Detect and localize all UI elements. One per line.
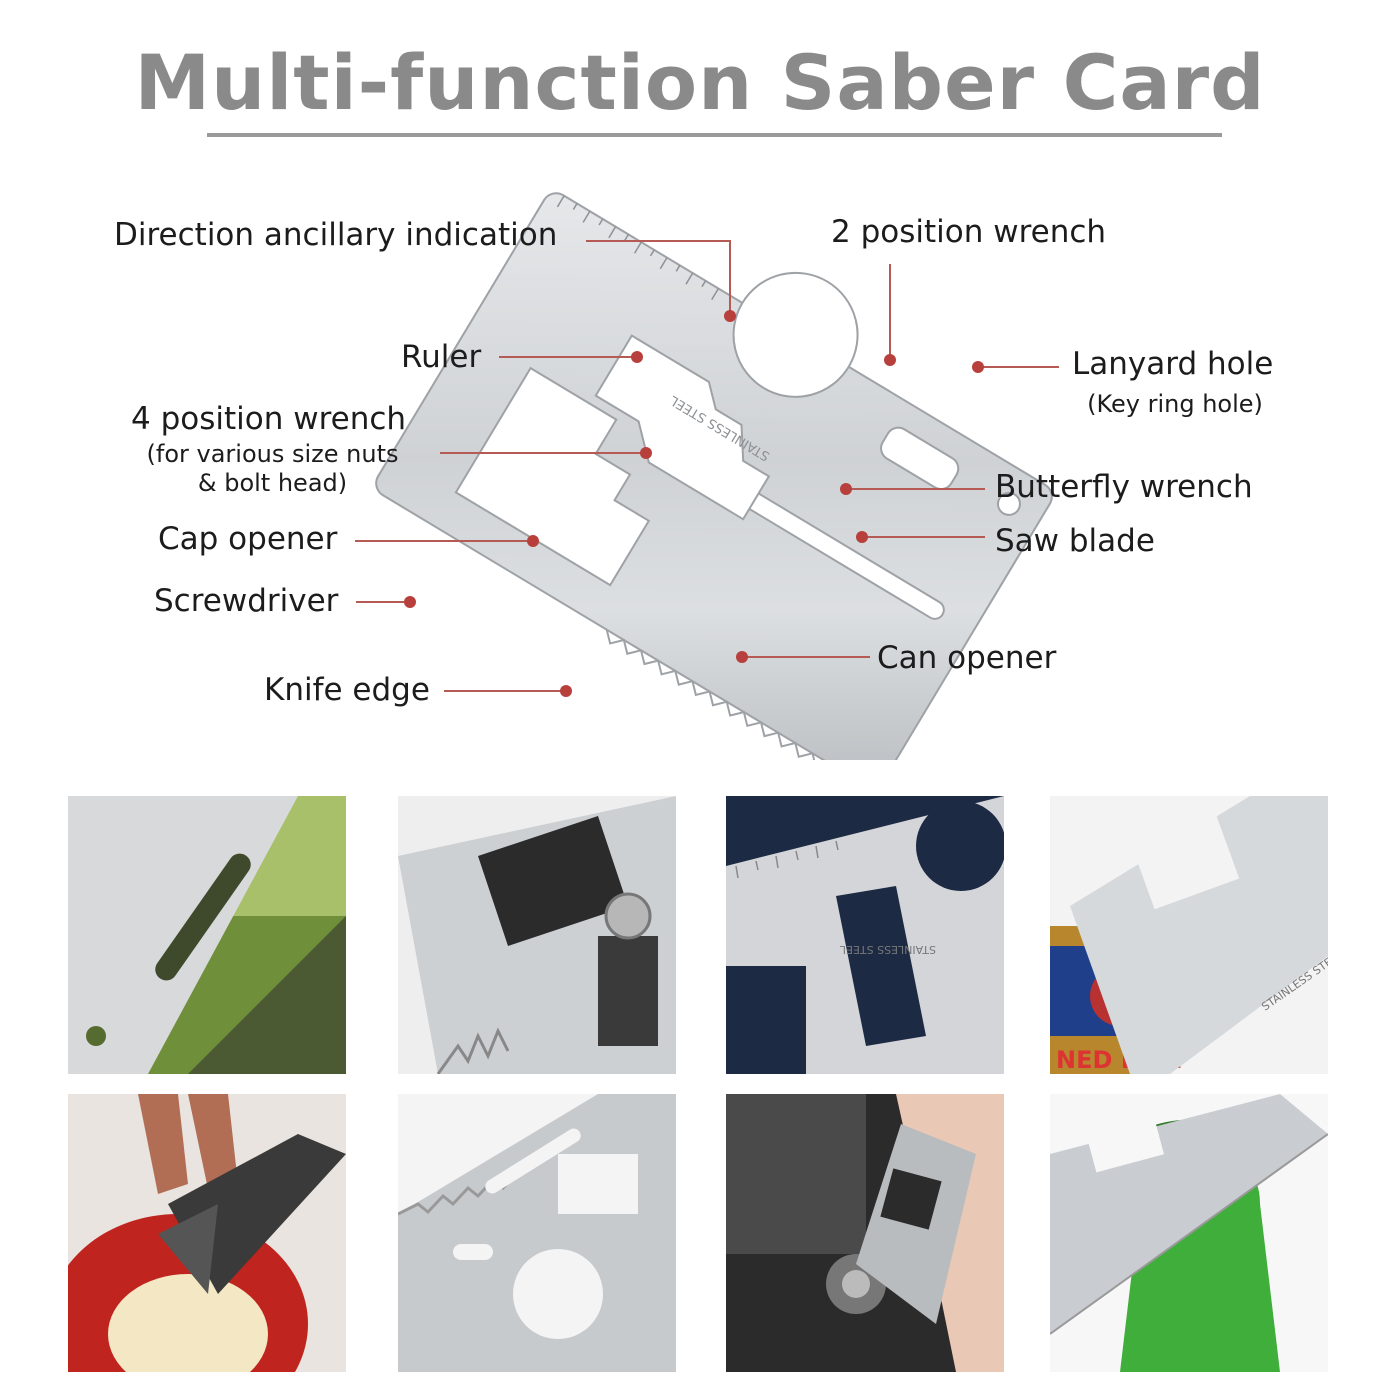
wrench-on-bolt-photo: [398, 796, 676, 1074]
dot-cap: [527, 535, 539, 547]
label-lanyard: Lanyard hole: [1072, 346, 1274, 382]
card-closeup-photo: [398, 1094, 676, 1372]
dot-saw: [856, 531, 868, 543]
label-wrench2: 2 position wrench: [831, 214, 1107, 250]
label-lanyard-sub: (Key ring hole): [1087, 390, 1263, 418]
dot-direction: [724, 310, 736, 322]
leader-lines: [355, 240, 1059, 692]
label-saw: Saw blade: [995, 523, 1155, 559]
label-direction: Direction ancillary indication: [114, 217, 558, 253]
label-screwdriver: Screwdriver: [154, 583, 339, 619]
dot-wrench4: [640, 447, 652, 459]
dot-butterfly: [840, 483, 852, 495]
label-wrench4-sub2: & bolt head): [197, 469, 348, 497]
can-opener-on-can-photo: NED RICE STAINLESS STEEL: [1050, 796, 1328, 1074]
page-title: Multi-function Saber Card: [134, 38, 1266, 127]
label-knife: Knife edge: [264, 672, 430, 708]
saber-card-diagram: STAINLESS STEEL: [355, 192, 1059, 760]
photo-engraving-3: STAINLESS STEEL: [839, 943, 936, 956]
title-underline: [207, 133, 1222, 137]
label-can: Can opener: [877, 640, 1057, 676]
dot-wrench2: [884, 354, 896, 366]
label-ruler: Ruler: [401, 339, 482, 375]
label-wrench4-sub1: (for various size nuts: [146, 440, 399, 468]
label-cap: Cap opener: [158, 521, 338, 557]
label-wrench4: 4 position wrench: [131, 401, 407, 437]
callout-dots: [404, 310, 984, 697]
saber-card: STAINLESS STEEL: [375, 192, 1053, 760]
dot-ruler: [631, 351, 643, 363]
dot-lanyard: [972, 361, 984, 373]
dot-screwdriver: [404, 596, 416, 608]
ruler-card-on-phone-photo: STAINLESS STEEL: [726, 796, 1004, 1074]
dot-knife: [560, 685, 572, 697]
peeling-apple-photo: [68, 1094, 346, 1372]
dot-can: [736, 651, 748, 663]
saw-blade-on-branch-photo: [68, 796, 346, 1074]
label-butterfly: Butterfly wrench: [995, 469, 1253, 505]
screwdriver-on-camera-photo: [726, 1094, 1004, 1372]
bottle-opener-photo: [1050, 1094, 1328, 1372]
